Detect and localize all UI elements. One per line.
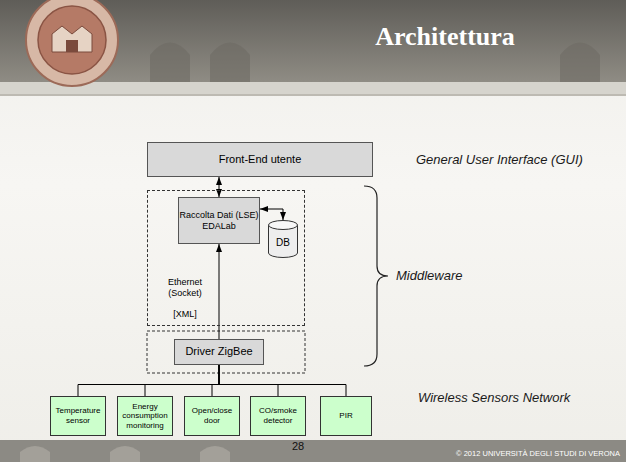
layer-label: Middleware [396, 268, 462, 283]
sensor-box: Temperature sensor [50, 396, 106, 436]
seal-core [38, 6, 106, 74]
process-box: Raccolta Dati (LSE) EDALab [178, 197, 260, 244]
seal-building [52, 26, 92, 52]
header-rule [0, 94, 626, 96]
seal-door [66, 40, 78, 52]
seal-ring [26, 0, 118, 86]
footer-arches [20, 446, 230, 462]
arch [210, 43, 250, 83]
middleware-bracket [364, 186, 388, 366]
driver-box: Driver ZigBee [174, 339, 264, 365]
connector [212, 365, 219, 396]
node-text: Driver ZigBee [185, 345, 252, 358]
header-strip [0, 82, 626, 94]
sensor-box: PIR [320, 396, 372, 436]
node-text: Ethernet (Socket) [158, 277, 212, 299]
driver-group-outline [147, 331, 305, 373]
connector [219, 244, 220, 339]
node-text: CO/smoke detector [251, 406, 305, 425]
connector [78, 365, 219, 396]
node-text: PIR [339, 411, 352, 421]
connector [219, 177, 220, 197]
copyright-note: © 2012 UNIVERSITÀ DEGLI STUDI DI VERONA [372, 449, 620, 458]
sensor-box: Energy consumption monitoring [117, 396, 173, 436]
layer-label: Wireless Sensors Network [418, 390, 570, 405]
connector [219, 365, 278, 396]
middleware-group: Ethernet (Socket) [XML] Raccolta Dati (LSE… [147, 190, 305, 326]
gui-box: Front-End utente [147, 142, 373, 177]
layer-label: General User Interface (GUI) [416, 152, 583, 167]
footer-strip [0, 440, 626, 462]
node-text: Energy consumption monitoring [118, 402, 172, 431]
connector [145, 365, 219, 396]
connector [219, 365, 346, 396]
arch [560, 43, 600, 83]
arch [110, 446, 140, 462]
node-text: DB [276, 230, 290, 249]
university-seal [26, 0, 118, 86]
arch [200, 446, 230, 462]
node-text: Temperature sensor [51, 406, 105, 425]
cylinder-top [269, 221, 298, 230]
node-text: Front-End utente [219, 153, 302, 166]
sensor-box: CO/smoke detector [250, 396, 306, 436]
arch [150, 43, 190, 83]
arch [20, 446, 50, 462]
connector [260, 209, 283, 220]
sensor-box: Open/close door [184, 396, 240, 436]
node-text: Raccolta Dati (LSE) EDALab [179, 210, 259, 232]
slide-title: Architettura [320, 22, 570, 52]
database-cylinder: DB [268, 220, 298, 258]
node-text: Open/close door [185, 406, 239, 425]
slide-number: 28 [292, 440, 304, 452]
cloister-arches [150, 43, 600, 83]
node-text: [XML] [158, 309, 212, 320]
